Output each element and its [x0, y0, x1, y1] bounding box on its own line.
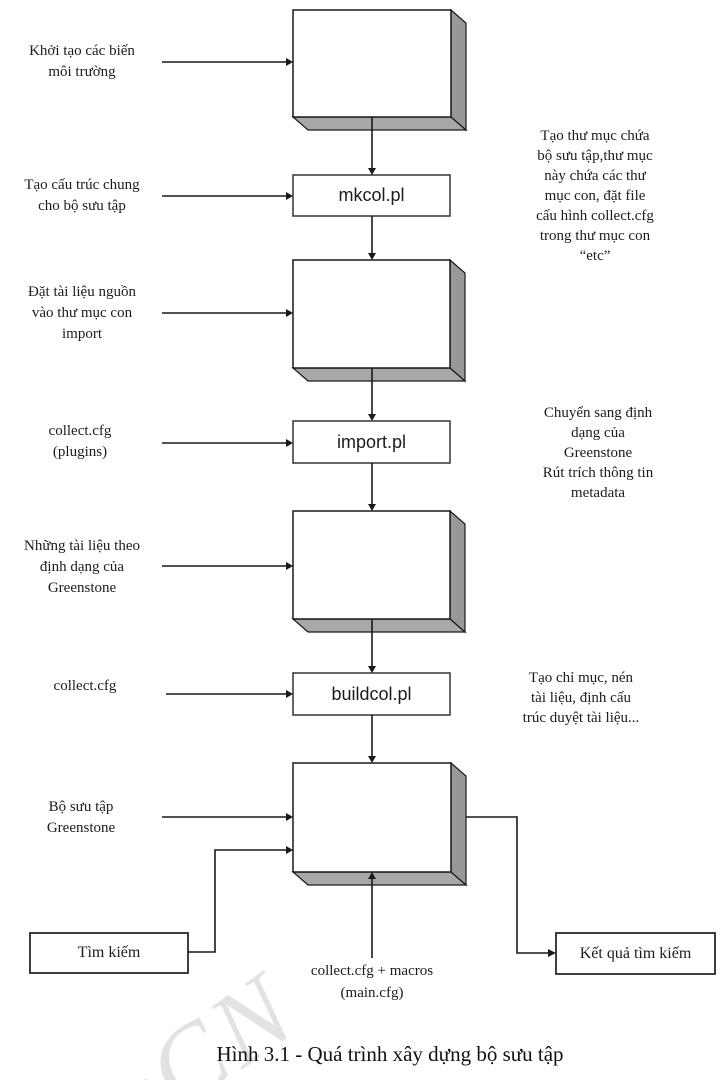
arrow-flow-4 — [368, 463, 376, 511]
search-box — [29, 932, 189, 974]
stage-box-collection — [291, 761, 468, 887]
label-put-source-docs: Đặt tài liệu nguồn vào thư mục con impor… — [28, 284, 136, 342]
arrow-create-structure — [162, 192, 293, 200]
arrow-flow-1 — [368, 117, 376, 175]
import-box — [292, 420, 451, 464]
search-result-box-label: Kết quả tìm kiếm — [579, 944, 692, 962]
arrow-flow-5 — [368, 619, 376, 673]
stage-box-source — [291, 258, 467, 383]
stage-box-init — [291, 8, 468, 132]
label-docs-greenstone-format: Những tài liệu theo định dạng của Greens… — [23, 538, 141, 596]
note-mkcol: Tạo thư mục chứa bộ sưu tập,thư mục này … — [536, 128, 654, 264]
figure-caption: Hình 3.1 - Quá trình xây dựng bộ sưu tập — [216, 1042, 564, 1066]
import-box-label: import.pl — [336, 431, 407, 452]
search-result-box — [555, 932, 716, 975]
note-buildcol: Tạo chỉ mục, nén tài liệu, định cấu trúc… — [522, 670, 640, 726]
arrow-flow-2 — [368, 216, 376, 260]
label-collect-cfg-plugins: collect.cfg (plugins) — [48, 423, 112, 460]
arrow-put-source-docs — [162, 309, 293, 317]
arrow-greenstone-collection — [162, 813, 293, 821]
note-macros: collect.cfg + macros (main.cfg) — [310, 963, 434, 1001]
arrow-docs-greenstone-format — [162, 562, 293, 570]
label-greenstone-collection: Bộ sưu tập Greenstone — [46, 799, 116, 836]
buildcol-box-label: buildcol.pl — [331, 683, 412, 704]
arrow-macros-up — [368, 872, 376, 958]
connector-search-result — [466, 816, 556, 957]
arrow-collect-cfg — [166, 690, 293, 698]
note-import: Chuyển sang định dạng của Greenstone Rút… — [542, 405, 654, 501]
label-init-env: Khởi tạo các biến môi trường — [29, 43, 135, 80]
arrow-flow-6 — [368, 715, 376, 763]
arrow-collect-cfg-plugins — [162, 439, 293, 447]
label-collect-cfg: collect.cfg — [53, 678, 117, 694]
mkcol-box-label: mkcol.pl — [338, 185, 405, 205]
stage-box-formatted — [291, 509, 467, 634]
search-box-label: Tìm kiếm — [77, 944, 141, 961]
connector-search — [188, 846, 293, 953]
label-create-structure: Tạo cấu trúc chung cho bộ sưu tập — [24, 177, 140, 214]
arrow-init-env — [162, 58, 293, 66]
arrow-flow-3 — [368, 368, 376, 421]
